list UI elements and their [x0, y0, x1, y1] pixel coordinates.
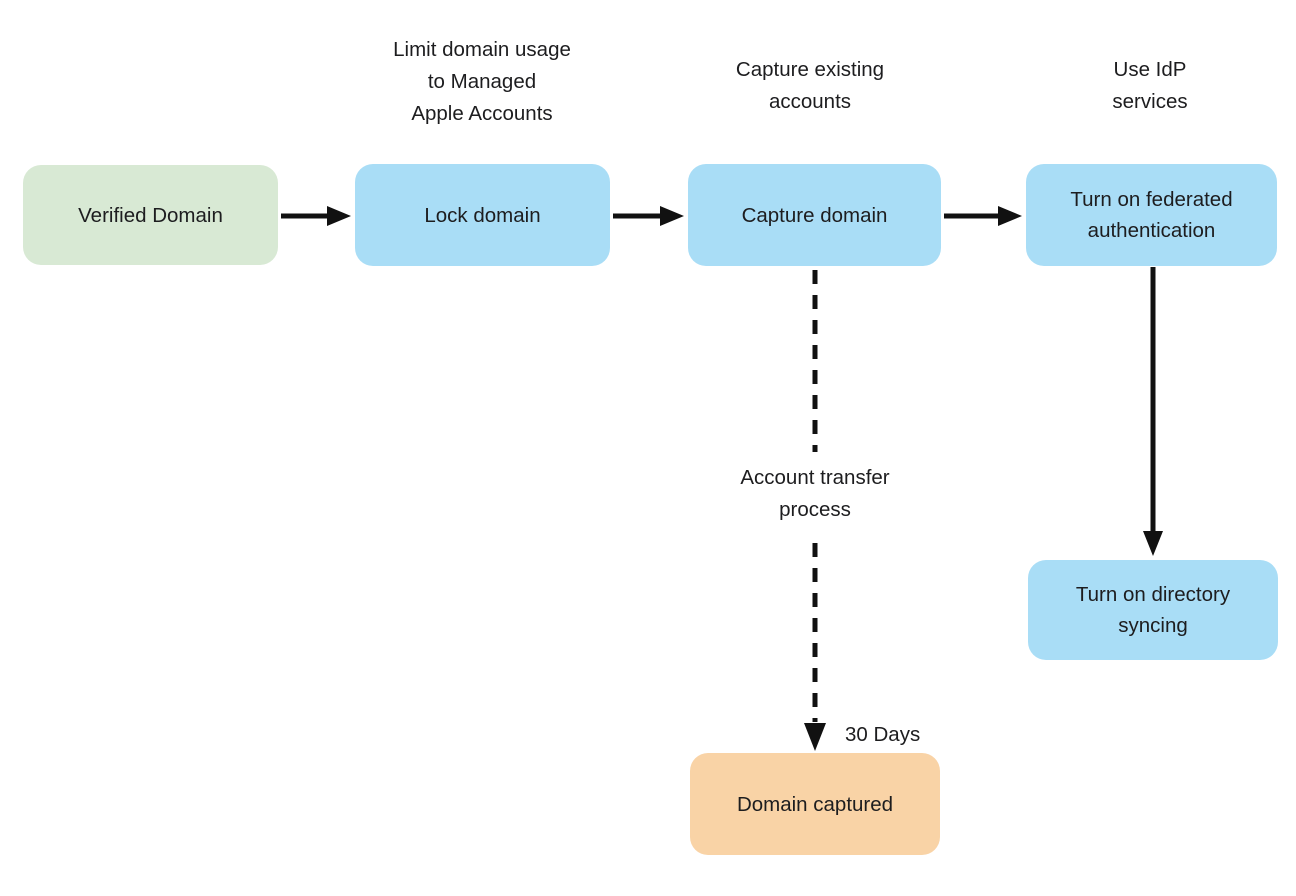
- arrow-verified-to-lock: [281, 206, 351, 226]
- annotation-limit-domain-usage: Limit domain usage to Managed Apple Acco…: [393, 38, 571, 125]
- node-verified-domain: Verified Domain: [23, 165, 278, 265]
- node-directory-syncing: Turn on directory syncing: [1028, 560, 1278, 660]
- arrow-lock-to-capture: [613, 206, 684, 226]
- annotation-account-transfer-process: Account transfer process: [740, 466, 890, 521]
- annotation-capture-existing-accounts: Capture existing accounts: [735, 58, 885, 113]
- annotation-use-idp-services: Use IdP services: [1112, 58, 1188, 113]
- arrow-capture-to-federated: [944, 206, 1022, 226]
- node-lock-domain: Lock domain: [355, 164, 610, 266]
- node-capture-domain: Capture domain: [688, 164, 941, 266]
- annotation-30-days: 30 Days: [845, 723, 921, 746]
- arrow-federated-to-directory: [1143, 267, 1163, 556]
- node-federated-authentication: Turn on federated authentication: [1026, 164, 1277, 266]
- node-domain-captured: Domain captured: [690, 753, 940, 855]
